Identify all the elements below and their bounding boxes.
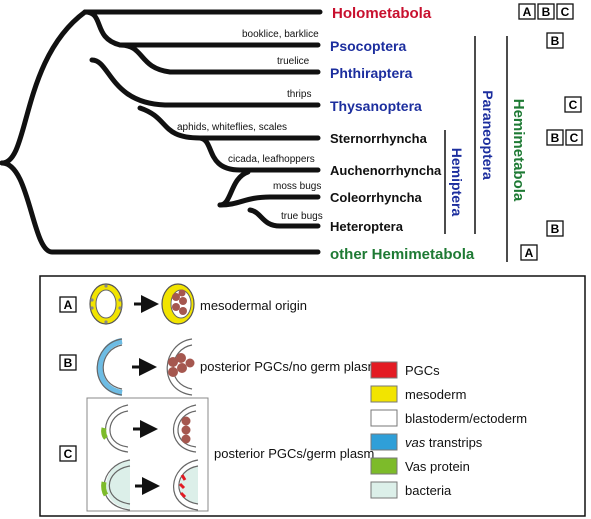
branch-heteroptera bbox=[247, 207, 321, 229]
mode-tag: C bbox=[561, 5, 570, 19]
mode-tag: C bbox=[570, 131, 579, 145]
embryo-b-before bbox=[96, 338, 123, 396]
mode-a-row: A mesodermal origin bbox=[59, 283, 307, 325]
key-label-mesoderm: mesoderm bbox=[405, 387, 466, 402]
mode-c-row: C posterior PGCs/germ plasm bbox=[59, 397, 374, 512]
group-label-hemiptera: Hemiptera bbox=[449, 148, 465, 217]
mode-b-row: B posterior PGCs/no germ plasm bbox=[59, 338, 378, 396]
taxon-thysanoptera: Thysanoptera bbox=[330, 98, 422, 114]
common-name-heteroptera: true bugs bbox=[281, 211, 323, 222]
mode-tag-a: A bbox=[64, 298, 73, 312]
group-label-hemimetabola: Hemimetabola bbox=[510, 99, 527, 202]
key-label-pgcs: PGCs bbox=[405, 363, 440, 378]
taxon-heteroptera: Heteroptera bbox=[330, 219, 404, 234]
key-label-vas-rest: transtrips bbox=[425, 435, 483, 450]
key-label-vas-protein: Vas protein bbox=[405, 459, 470, 474]
swatch-vas-transcripts bbox=[370, 433, 398, 451]
common-name-phthiraptera: truelice bbox=[277, 56, 310, 67]
key-label-vas-transcripts: vas transtrips bbox=[405, 435, 483, 450]
group-label-paraneoptera: Paraneoptera bbox=[480, 90, 496, 180]
swatch-blastoderm bbox=[370, 409, 398, 427]
swatch-bacteria bbox=[370, 481, 398, 499]
branch-coleorrhyncha bbox=[217, 194, 321, 208]
embryo-c1-after bbox=[172, 404, 197, 453]
taxon-sternorrhyncha: Sternorrhyncha bbox=[330, 131, 428, 146]
taxon-phthiraptera: Phthiraptera bbox=[330, 65, 413, 81]
taxon-other-hemimetabola: other Hemimetabola bbox=[330, 246, 475, 263]
color-key: PGCs mesoderm blastoderm/ectoderm vas tr… bbox=[370, 361, 527, 499]
mode-tag: C bbox=[569, 98, 578, 112]
key-label-blastoderm: blastoderm/ectoderm bbox=[405, 411, 527, 426]
mode-tag: B bbox=[542, 5, 551, 19]
mode-tag: B bbox=[551, 131, 560, 145]
embryo-a-after bbox=[161, 283, 195, 325]
taxon-auchenorrhyncha: Auchenorrhyncha bbox=[330, 163, 442, 178]
mode-a-description: mesodermal origin bbox=[200, 298, 307, 313]
branch-to-thysanoptera bbox=[89, 57, 321, 108]
branch-to-hemimetabola bbox=[0, 160, 321, 255]
mode-tag: B bbox=[551, 222, 560, 236]
taxon-psocoptera: Psocoptera bbox=[330, 38, 406, 54]
mode-tag: A bbox=[523, 5, 532, 19]
common-name-thysanoptera: thrips bbox=[287, 89, 311, 100]
phylogenetic-tree bbox=[0, 9, 323, 255]
taxon-coleorrhyncha: Coleorrhyncha bbox=[330, 190, 423, 205]
key-label-vas-italic: vas bbox=[405, 435, 426, 450]
taxon-holometabola: Holometabola bbox=[332, 5, 432, 22]
common-name-auchenorrhyncha: cicada, leafhoppers bbox=[228, 154, 315, 165]
branch-psoco-phthira bbox=[117, 42, 321, 75]
mode-tag-c: C bbox=[64, 447, 73, 461]
embryo-c1-before bbox=[101, 404, 129, 453]
swatch-vas-protein bbox=[370, 457, 398, 475]
key-label-bacteria: bacteria bbox=[405, 483, 452, 498]
swatch-mesoderm bbox=[370, 385, 398, 403]
mode-tag: A bbox=[525, 246, 534, 260]
embryo-b-after bbox=[166, 338, 195, 396]
embryo-c2-after bbox=[173, 459, 199, 511]
mode-c-description: posterior PGCs/germ plasm bbox=[214, 446, 374, 461]
embryo-a-before bbox=[89, 283, 123, 325]
branch-root bbox=[0, 9, 323, 166]
mode-b-description: posterior PGCs/no germ plasm bbox=[200, 359, 378, 374]
embryo-c2-before bbox=[101, 459, 131, 511]
swatch-pgcs bbox=[370, 361, 398, 379]
common-name-psocoptera: booklice, barklice bbox=[242, 29, 319, 40]
mode-tag: B bbox=[551, 34, 560, 48]
mode-tag-b: B bbox=[64, 356, 73, 370]
common-name-sternorrhyncha: aphids, whiteflies, scales bbox=[177, 122, 287, 133]
mode-tags: A B C B C B C B A bbox=[518, 3, 583, 261]
common-name-coleorrhyncha: moss bugs bbox=[273, 181, 321, 192]
branch-sternorrhyncha-split bbox=[197, 135, 321, 173]
